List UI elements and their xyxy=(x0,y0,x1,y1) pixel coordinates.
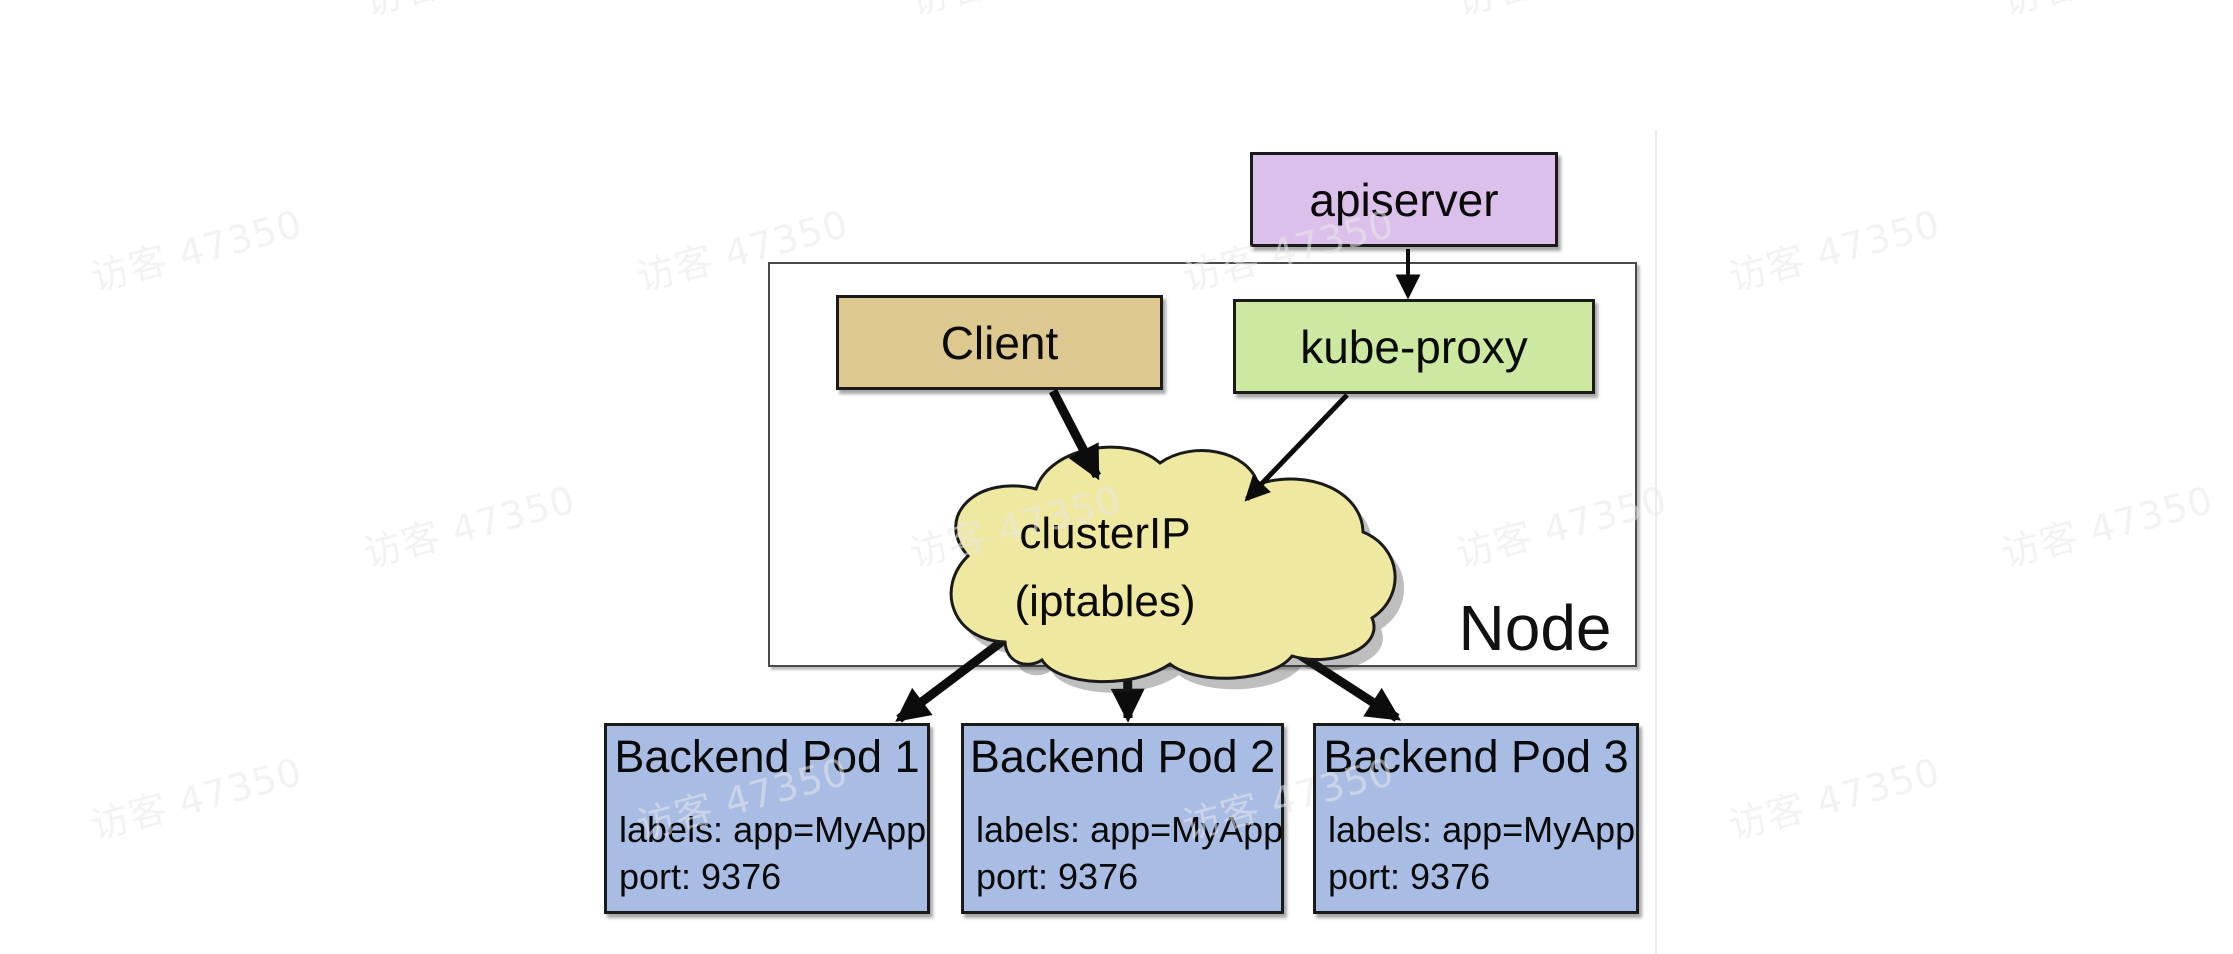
watermark-text: 访客 47350 xyxy=(1996,477,2218,577)
pod-labels: labels: app=MyApp xyxy=(619,808,927,850)
kube-proxy-box: kube-proxy xyxy=(1233,299,1595,394)
kube-proxy-label: kube-proxy xyxy=(1300,320,1528,373)
clusterip-line2: (iptables) xyxy=(1014,577,1196,626)
apiserver-box: apiserver xyxy=(1250,152,1558,247)
clusterip-line1: clusterIP xyxy=(1019,509,1191,558)
watermark-text: 访客 47350 xyxy=(1449,0,1673,26)
pod-title: Backend Pod 3 xyxy=(1323,731,1629,782)
watermark-text: 访客 47350 xyxy=(85,749,307,849)
backend-pod-1-box: Backend Pod 1 labels: app=MyApp port: 93… xyxy=(604,723,930,914)
pod-port: port: 9376 xyxy=(1328,856,1491,898)
node-label: Node xyxy=(1458,592,1612,664)
clusterip-caption: clusterIP (iptables) xyxy=(940,500,1270,636)
pod-port: port: 9376 xyxy=(619,856,782,898)
backend-pod-2-box: Backend Pod 2 labels: app=MyApp port: 93… xyxy=(961,723,1284,914)
pod-title: Backend Pod 2 xyxy=(969,731,1276,782)
client-label: Client xyxy=(940,316,1059,369)
client-box: Client xyxy=(836,295,1163,390)
watermark-text: 访客 47350 xyxy=(85,201,307,301)
watermark-text: 访客 47350 xyxy=(903,0,1127,26)
apiserver-label: apiserver xyxy=(1309,173,1499,226)
watermark-text: 访客 47350 xyxy=(357,0,581,26)
pod-labels: labels: app=MyApp xyxy=(976,808,1284,850)
image-edge-line xyxy=(1655,130,1657,954)
watermark-text: 访客 47350 xyxy=(1995,0,2219,26)
watermark-text: 访客 47350 xyxy=(1723,749,1945,849)
watermark-text: 访客 47350 xyxy=(358,477,580,577)
backend-pod-3-box: Backend Pod 3 labels: app=MyApp port: 93… xyxy=(1313,723,1639,914)
watermark-text: 访客 47350 xyxy=(1723,201,1945,301)
pod-title: Backend Pod 1 xyxy=(614,731,920,782)
pod-port: port: 9376 xyxy=(976,856,1139,898)
pod-labels: labels: app=MyApp xyxy=(1328,808,1636,850)
